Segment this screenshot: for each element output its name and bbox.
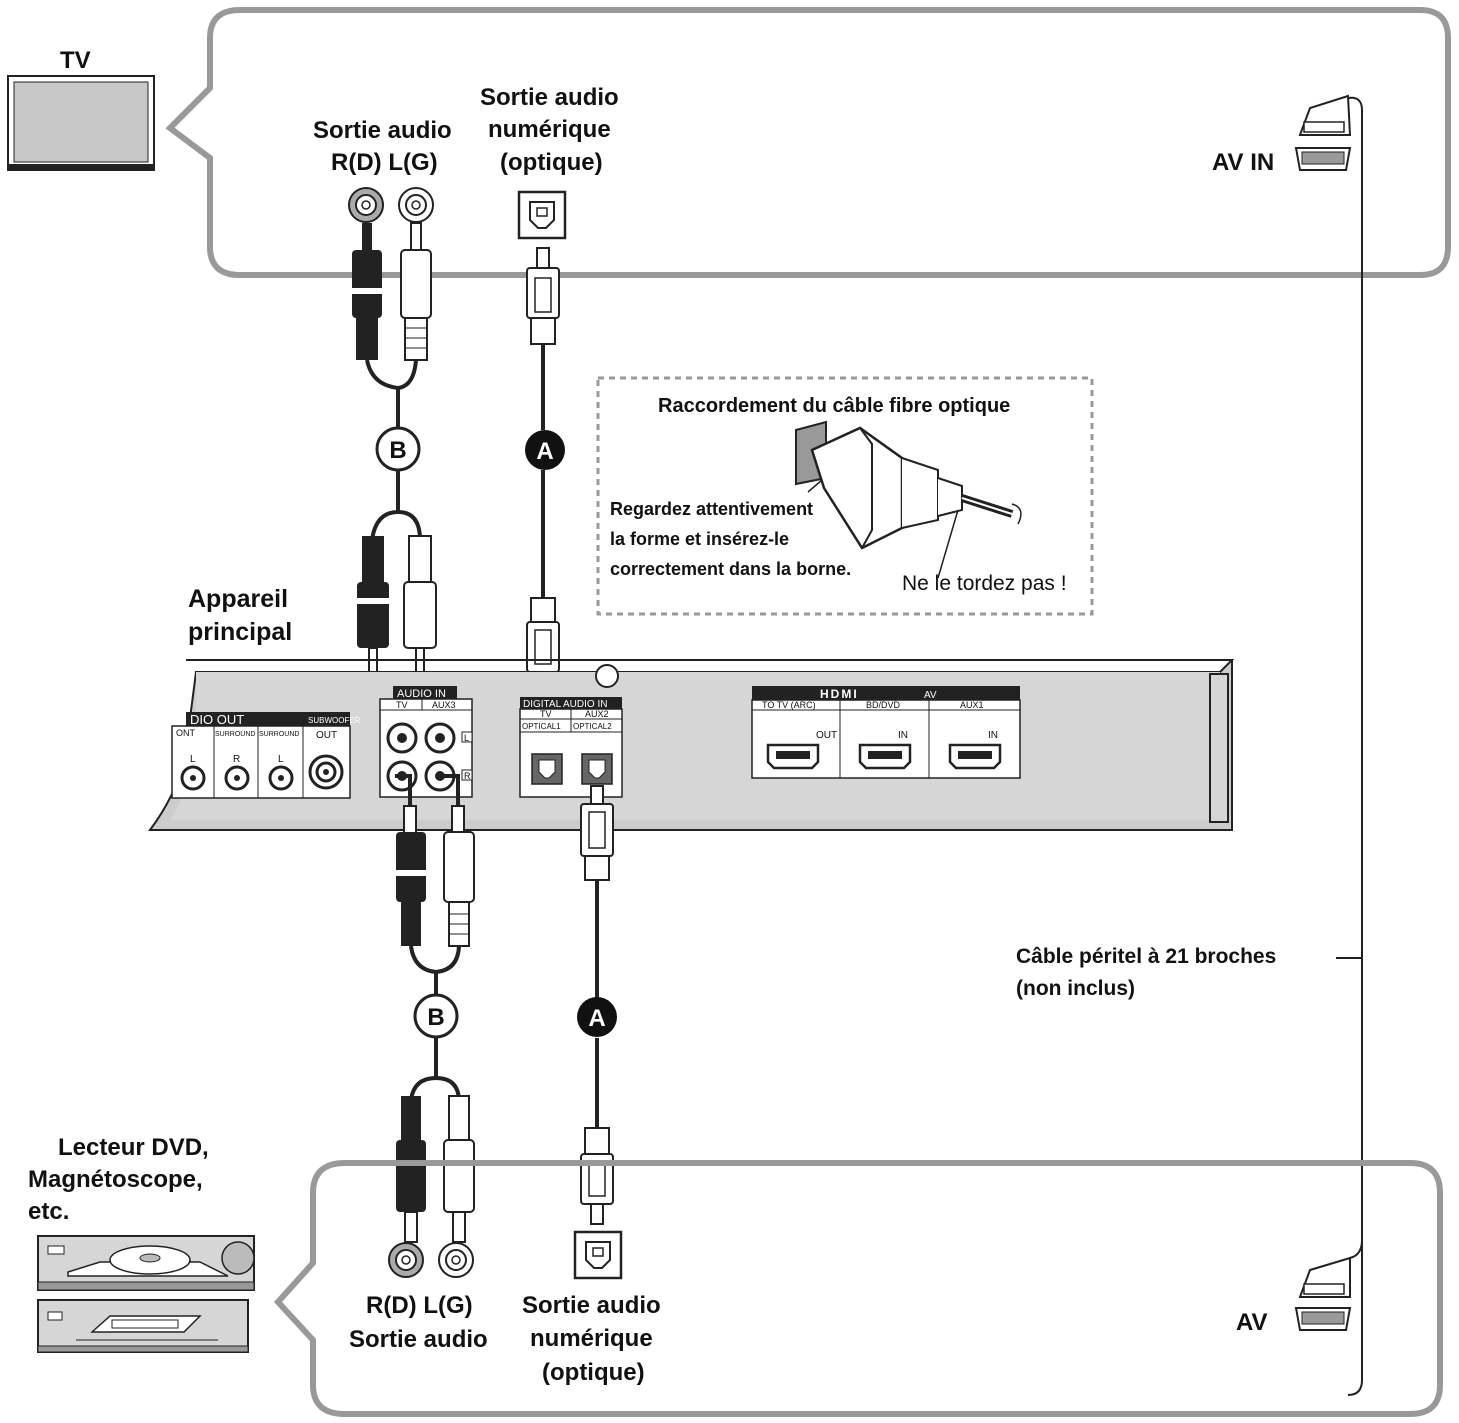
svg-text:DIGITAL AUDIO IN: DIGITAL AUDIO IN [523, 699, 607, 710]
svg-text:ONT: ONT [176, 728, 196, 738]
svg-text:TV: TV [540, 709, 552, 719]
fiber-warning: Ne le tordez pas ! [902, 572, 1067, 595]
dvd-rca-jack-right [388, 1242, 424, 1278]
svg-text:L: L [464, 733, 469, 743]
dvd-analog-channels-label: R(D) L(G) [366, 1292, 473, 1319]
tv-analog-channels-label: R(D) L(G) [331, 149, 438, 176]
dvd-digital-out-label: Sortie audio [522, 1292, 661, 1319]
dvd-label-3: etc. [28, 1198, 69, 1225]
tv-digital-numeric-label: numérique [488, 116, 611, 143]
svg-text:A: A [536, 438, 553, 465]
svg-text:L: L [278, 754, 284, 765]
svg-text:R: R [233, 754, 240, 765]
svg-text:TO TV (ARC): TO TV (ARC) [762, 700, 816, 710]
svg-text:OUT: OUT [316, 730, 337, 741]
tv-digital-out-label: Sortie audio [480, 84, 619, 111]
fiber-connector-illustration [795, 420, 1022, 550]
digital-audio-in-section: DIGITAL AUDIO IN TV AUX2 OPTICAL1 OPTICA… [519, 697, 623, 798]
dvd-rca-jack-left [438, 1242, 474, 1278]
dvd-digital-optical-label: (optique) [542, 1359, 645, 1386]
svg-text:SURROUND: SURROUND [215, 731, 255, 738]
fiber-inset-title: Raccordement du câble fibre optique [658, 395, 1010, 417]
svg-text:OUT: OUT [816, 730, 837, 741]
dvd-digital-numeric-label: numérique [530, 1325, 653, 1352]
main-unit-label: Appareil [188, 585, 288, 613]
main-unit-label-2: principal [188, 618, 292, 646]
svg-text:IN: IN [898, 730, 908, 741]
audio-out-section: DIO OUT SUBWOOFER ONT SURROUND SURROUND … [171, 712, 361, 799]
svg-text:AUX2: AUX2 [585, 709, 609, 719]
vcr-icon [37, 1299, 249, 1353]
svg-text:L: L [190, 754, 196, 765]
svg-text:HDMI: HDMI [820, 687, 859, 701]
dvd-player-icon [37, 1235, 255, 1291]
dvd-callout-bubble [273, 1160, 1443, 1417]
hdmi-section: HDMI AV TO TV (ARC) BD/DVD AUX1 OUT IN I… [751, 686, 1021, 779]
svg-text:DIO OUT: DIO OUT [190, 712, 244, 727]
fiber-note-line2: la forme et insérez-le [610, 529, 789, 549]
dvd-analog-out-label: Sortie audio [349, 1326, 488, 1353]
svg-text:AUX3: AUX3 [432, 700, 456, 710]
fiber-note-line3: correctement dans la borne. [610, 559, 851, 579]
tv-icon [7, 75, 155, 171]
tv-callout-bubble [165, 7, 1451, 278]
upper-optical-cable [526, 247, 560, 691]
fiber-inset-box [596, 376, 1094, 616]
lower-optical-cable [580, 785, 614, 1225]
cable-b-upper-marker: B [375, 426, 421, 472]
svg-text:BD/DVD: BD/DVD [866, 700, 901, 710]
dvd-optical-jack [573, 1230, 623, 1280]
tv-label: TV [60, 47, 91, 74]
dvd-scart-connector-icon [1294, 1256, 1352, 1331]
tv-scart-connector-icon [1294, 94, 1352, 171]
svg-text:OPTICAL2: OPTICAL2 [573, 722, 612, 731]
tv-optical-jack [517, 190, 567, 240]
svg-text:B: B [389, 437, 406, 464]
svg-text:OPTICAL1: OPTICAL1 [522, 722, 561, 731]
tv-digital-optical-label: (optique) [500, 149, 603, 176]
cable-a-upper-marker: A [525, 430, 565, 470]
scart-cable [1347, 96, 1363, 1396]
fiber-note-line1: Regardez attentivement [610, 499, 813, 519]
cable-b-lower-marker: B [413, 993, 459, 1039]
svg-text:SUBWOOFER: SUBWOOFER [308, 716, 361, 725]
audio-in-section: AUDIO IN TV AUX3 L R [379, 686, 473, 798]
svg-text:AV: AV [924, 690, 937, 701]
av-label: AV [1236, 1309, 1268, 1336]
svg-text:R: R [464, 771, 471, 781]
tv-rca-jack-left [398, 187, 434, 223]
lower-analog-cable [395, 774, 475, 1243]
scart-cable-label: Câble péritel à 21 broches [1016, 945, 1276, 968]
cable-a-lower-marker: A [577, 997, 617, 1037]
svg-text:B: B [427, 1004, 444, 1031]
tv-rca-jack-right [348, 187, 384, 223]
svg-text:A: A [588, 1005, 605, 1032]
dvd-label-1: Lecteur DVD, [58, 1134, 209, 1161]
svg-text:IN: IN [988, 730, 998, 741]
av-in-label: AV IN [1212, 149, 1274, 176]
svg-text:AUDIO IN: AUDIO IN [397, 688, 446, 700]
dvd-label-2: Magnétoscope, [28, 1166, 203, 1193]
scart-cable-note: (non inclus) [1016, 977, 1135, 1000]
svg-text:TV: TV [396, 700, 408, 710]
tv-analog-out-label: Sortie audio [313, 117, 452, 144]
svg-text:SURROUND: SURROUND [259, 731, 299, 738]
svg-text:AUX1: AUX1 [960, 700, 984, 710]
